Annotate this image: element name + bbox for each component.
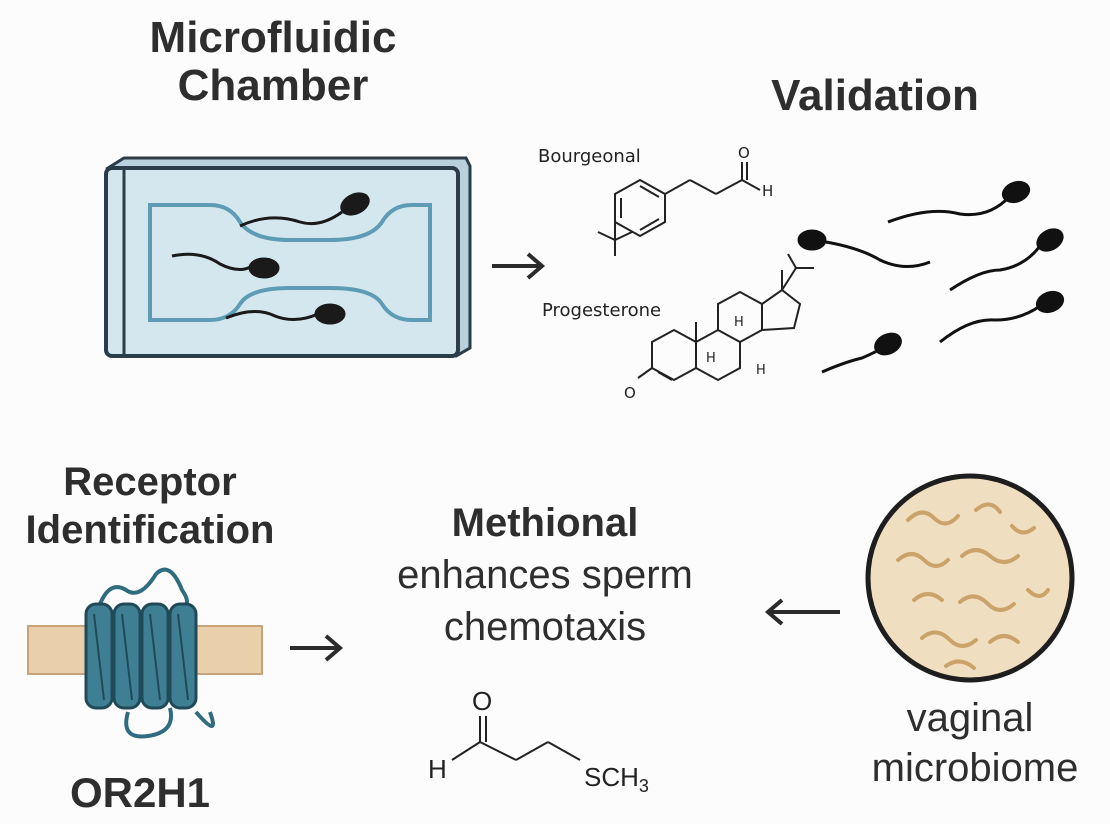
methional-atom-o: O — [472, 686, 492, 716]
methional-atom-sch3: SCH3 — [584, 762, 649, 796]
bourgeonal-atom-h: H — [762, 182, 773, 200]
sperm-group-chamber — [171, 192, 370, 325]
microfluidic-title-line2: Chamber — [177, 61, 369, 110]
receptor-or2h1 — [27, 567, 263, 739]
arrow-right-2-icon — [290, 634, 344, 662]
arrow-left-icon — [764, 598, 840, 626]
progesterone-atom-h2: H — [734, 315, 744, 330]
bourgeonal-label: Bourgeonal — [538, 146, 641, 167]
microfluidic-chamber — [104, 156, 472, 358]
methional-line2: chemotaxis — [443, 605, 647, 649]
receptor-title-line2: Identification — [25, 508, 275, 552]
arrow-right-1-icon — [492, 252, 546, 280]
receptor-name: OR2H1 — [69, 769, 211, 816]
microfluidic-title: Microfluidic Chamber — [118, 14, 428, 110]
microbiome-circle — [865, 473, 1075, 683]
progesterone-atom-o: O — [624, 384, 636, 402]
validation-title: Validation — [771, 71, 979, 120]
sperm-group-validation — [797, 180, 1065, 374]
microfluidic-title-line1: Microfluidic — [149, 13, 397, 62]
progesterone-structure — [637, 253, 814, 382]
methional-atom-h: H — [428, 754, 447, 784]
methional-title: Methional — [451, 501, 639, 545]
methional-line1: enhances sperm — [397, 553, 693, 597]
receptor-title: Receptor Identification — [0, 458, 300, 554]
microbiome-line1: vaginal — [906, 696, 1034, 740]
methional-structure — [451, 716, 581, 761]
progesterone-atom-h3: H — [756, 363, 766, 378]
progesterone-label: Progesterone — [542, 300, 662, 321]
receptor-title-line1: Receptor — [63, 460, 237, 504]
microbiome-line2: microbiome — [871, 746, 1079, 790]
bourgeonal-atom-o: O — [738, 144, 750, 162]
progesterone-atom-h1: H — [706, 351, 716, 366]
bourgeonal-structure — [597, 162, 761, 256]
